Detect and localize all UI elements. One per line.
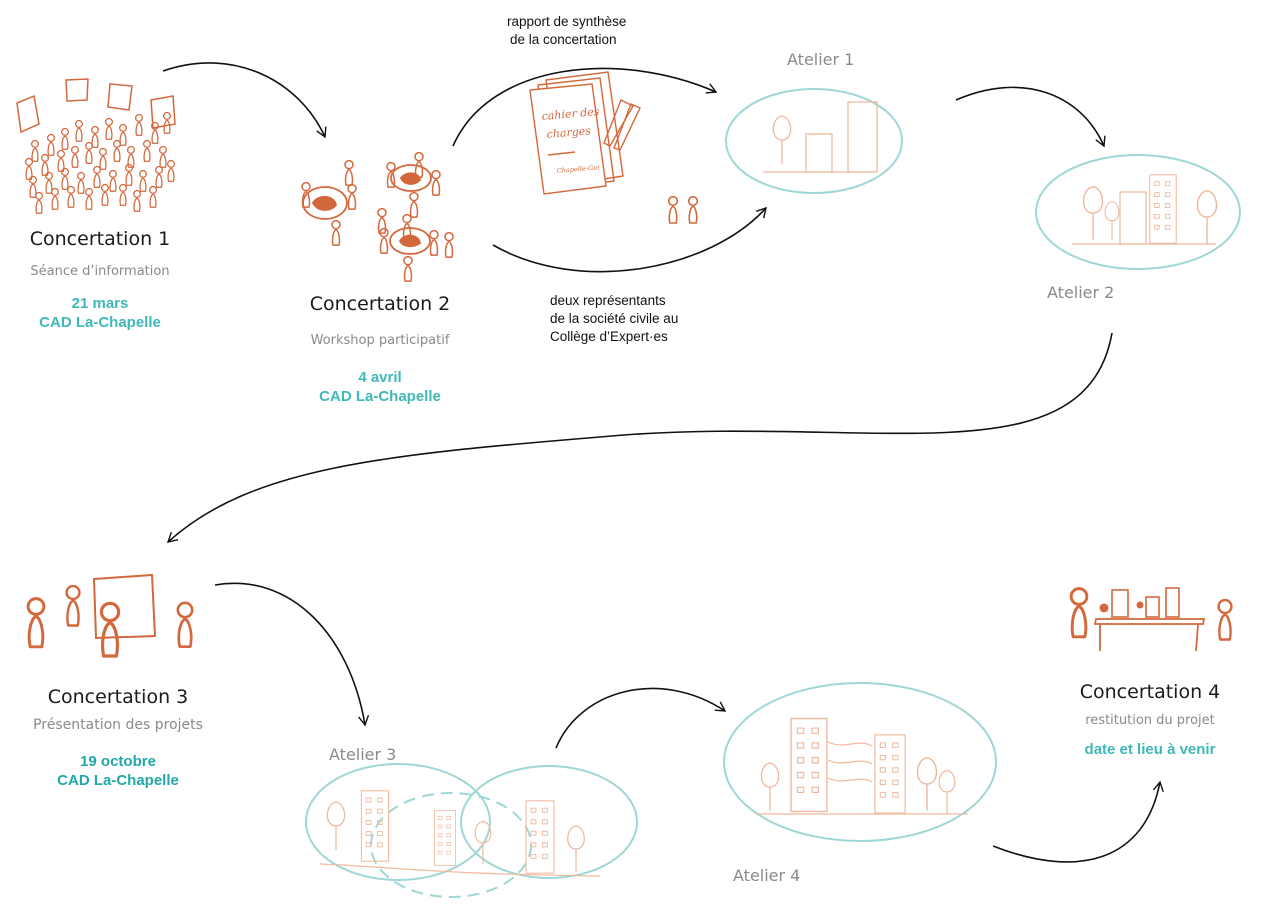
person-icon xyxy=(132,189,142,212)
report-note-line-1: rapport de synthèse xyxy=(507,14,627,29)
person-icon xyxy=(24,157,34,180)
crowd-icon xyxy=(16,78,176,214)
person-icon xyxy=(112,139,122,162)
concertation-4-subtitle: restitution du projet xyxy=(1085,713,1215,728)
presentation-icon xyxy=(26,573,194,658)
concertation-3-title: Concertation 3 xyxy=(47,686,189,708)
person-icon xyxy=(118,183,128,206)
concertation-4-date: date et lieu à venir xyxy=(1084,741,1216,758)
person-icon xyxy=(108,169,118,192)
document-icon: cahier des charges Chapelle-Gui xyxy=(529,71,641,195)
person-icon xyxy=(429,229,439,256)
person-icon xyxy=(74,119,84,142)
document-title-line-1: cahier des xyxy=(541,105,600,123)
arrow-atelier-1-to-atelier-2 xyxy=(955,86,1106,148)
person-icon xyxy=(409,191,419,218)
concertation-3-date: 19 octobre xyxy=(80,753,156,770)
person-icon xyxy=(162,111,172,134)
person-icon xyxy=(84,187,94,210)
concertation-2-subtitle: Workshop participatif xyxy=(310,333,450,348)
person-icon xyxy=(148,185,158,208)
person-icon xyxy=(60,127,70,150)
person-icon xyxy=(40,153,50,176)
concertation-3-subtitle: Présentation des projets xyxy=(33,717,203,733)
person-icon xyxy=(166,159,176,182)
person-icon xyxy=(444,231,454,258)
exhibition-table-icon xyxy=(1071,588,1234,652)
representatives-note-line-1: deux représentants xyxy=(550,293,666,308)
person-icon xyxy=(414,151,424,178)
concertation-1-title: Concertation 1 xyxy=(29,228,171,250)
person-icon xyxy=(154,165,164,188)
person-icon xyxy=(158,145,168,168)
person-icon xyxy=(98,147,108,170)
person-icon xyxy=(50,187,60,210)
person-icon xyxy=(134,113,144,136)
document-title-line-2: charges xyxy=(546,124,592,141)
person-icon xyxy=(379,227,389,254)
person-icon xyxy=(84,141,94,164)
report-note-line-2: de la concertation xyxy=(510,32,617,47)
flow-arrows xyxy=(162,62,1164,863)
concertation-3-place: CAD La-Chapelle xyxy=(57,772,179,789)
person-icon xyxy=(34,191,44,214)
atelier-3-icon xyxy=(305,763,638,898)
person-icon xyxy=(142,139,152,162)
person-icon xyxy=(66,185,76,208)
arrow-atelier-3-to-atelier-4 xyxy=(555,687,727,749)
concertation-4-title: Concertation 4 xyxy=(1079,681,1221,703)
person-icon xyxy=(90,125,100,148)
workshop-tables-icon xyxy=(301,151,454,282)
person-icon xyxy=(104,117,114,140)
concertation-2-place: CAD La-Chapelle xyxy=(319,388,441,405)
concertation-1-place: CAD La-Chapelle xyxy=(39,314,161,331)
concertation-1-subtitle: Séance d’information xyxy=(30,264,170,279)
representatives-note-line-3: Collège d’Expert·es xyxy=(550,329,668,344)
person-icon xyxy=(92,165,102,188)
concertation-2-title: Concertation 2 xyxy=(309,293,451,315)
person-icon xyxy=(118,123,128,146)
atelier-4-icon xyxy=(723,682,997,842)
concertation-2-date: 4 avril xyxy=(358,369,402,386)
person-icon xyxy=(70,145,80,168)
person-icon xyxy=(100,183,110,206)
atelier-4-label: Atelier 4 xyxy=(733,866,801,885)
document-signature: Chapelle-Gui xyxy=(556,163,599,175)
atelier-2-icon xyxy=(1035,154,1241,270)
person-icon xyxy=(347,183,357,210)
person-icon xyxy=(56,149,66,172)
representatives-note-line-2: de la société civile au xyxy=(550,311,679,326)
arrow-c2-to-representatives xyxy=(492,206,767,273)
arrow-c2-to-atelier-1 xyxy=(452,67,718,147)
arrow-c3-to-atelier-3 xyxy=(214,582,370,727)
arrow-c1-to-c2 xyxy=(162,62,327,139)
person-icon xyxy=(30,139,40,162)
concertation-1-date: 21 mars xyxy=(71,295,129,312)
person-icon xyxy=(403,255,413,282)
person-icon xyxy=(331,219,341,246)
atelier-1-label: Atelier 1 xyxy=(787,50,855,69)
person-icon xyxy=(344,159,354,186)
person-icon xyxy=(76,171,86,194)
person-icon xyxy=(431,169,441,196)
arrow-atelier-2-to-c3 xyxy=(166,332,1113,543)
arrow-atelier-4-to-c4 xyxy=(992,780,1164,863)
person-icon xyxy=(138,169,148,192)
atelier-3-label: Atelier 3 xyxy=(329,745,397,764)
representatives-icon xyxy=(667,195,699,225)
person-icon xyxy=(46,133,56,156)
atelier-1-icon xyxy=(725,88,903,194)
atelier-2-label: Atelier 2 xyxy=(1047,283,1115,302)
